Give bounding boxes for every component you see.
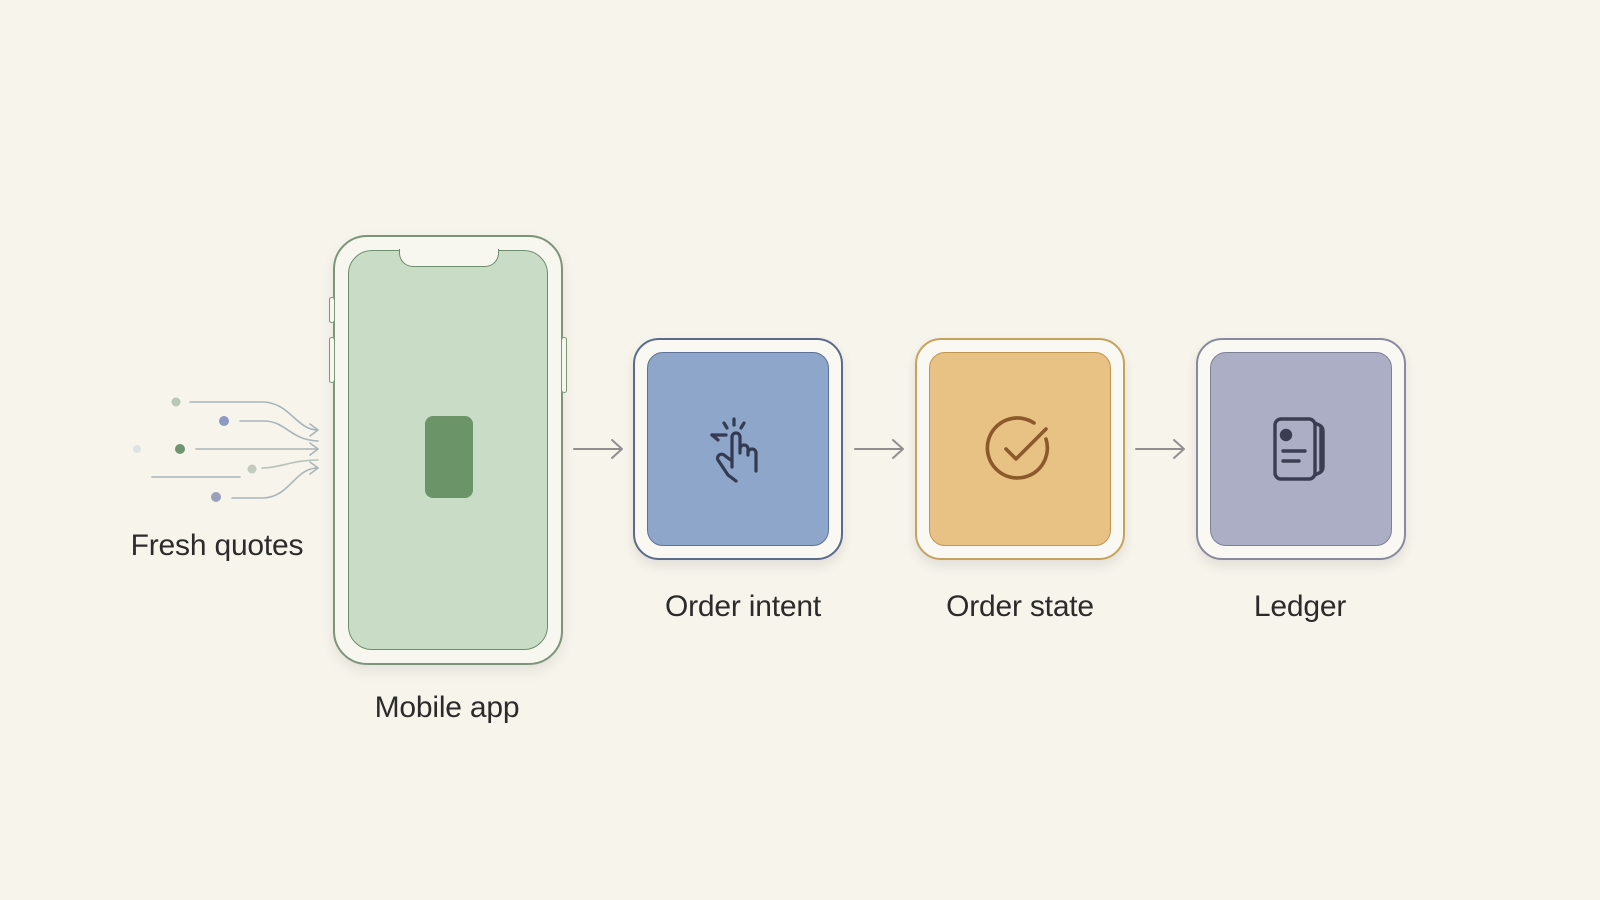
quote-stream-6 [261, 459, 319, 469]
quote-dot [175, 444, 185, 454]
app-widget [425, 416, 473, 498]
fresh-quotes-label: Fresh quotes [130, 529, 304, 562]
quote-dot [247, 464, 257, 474]
phone-notch [399, 249, 499, 267]
order-state-label: Order state [946, 590, 1094, 623]
mobile-app-label: Mobile app [374, 691, 520, 724]
quote-dot [171, 397, 181, 407]
order-intent-label: Order intent [664, 590, 821, 623]
quote-dot [211, 492, 221, 502]
phone-side-button [329, 297, 334, 323]
quote-stream-1 [189, 401, 319, 431]
quote-dot [219, 416, 229, 426]
order-state-card [915, 338, 1125, 560]
stage-arrows [573, 439, 1185, 459]
document-ledger-icon [1273, 417, 1325, 481]
order-intent-card [633, 338, 843, 560]
mobile-app-phone [329, 235, 567, 665]
check-circle-icon [985, 416, 1050, 480]
quote-dots [133, 397, 257, 502]
order-intent-panel [647, 352, 829, 546]
tap-gesture-icon [710, 417, 758, 483]
phone-side-button [562, 337, 567, 393]
order-state-panel [929, 352, 1111, 546]
quote-streams [151, 401, 319, 499]
quote-stream-2 [239, 420, 319, 442]
ledger-label: Ledger [1253, 590, 1347, 623]
ledger-card [1196, 338, 1406, 560]
quote-arrowheads [309, 423, 319, 475]
quote-stream-5 [231, 467, 319, 499]
ledger-panel [1210, 352, 1392, 546]
phone-screen [348, 249, 548, 650]
phone-side-button [329, 337, 334, 383]
quote-dot [133, 445, 141, 453]
arrow-app-to-intent [573, 439, 623, 459]
arrow-state-to-ledger [1135, 439, 1185, 459]
arrow-intent-to-state [854, 439, 904, 459]
